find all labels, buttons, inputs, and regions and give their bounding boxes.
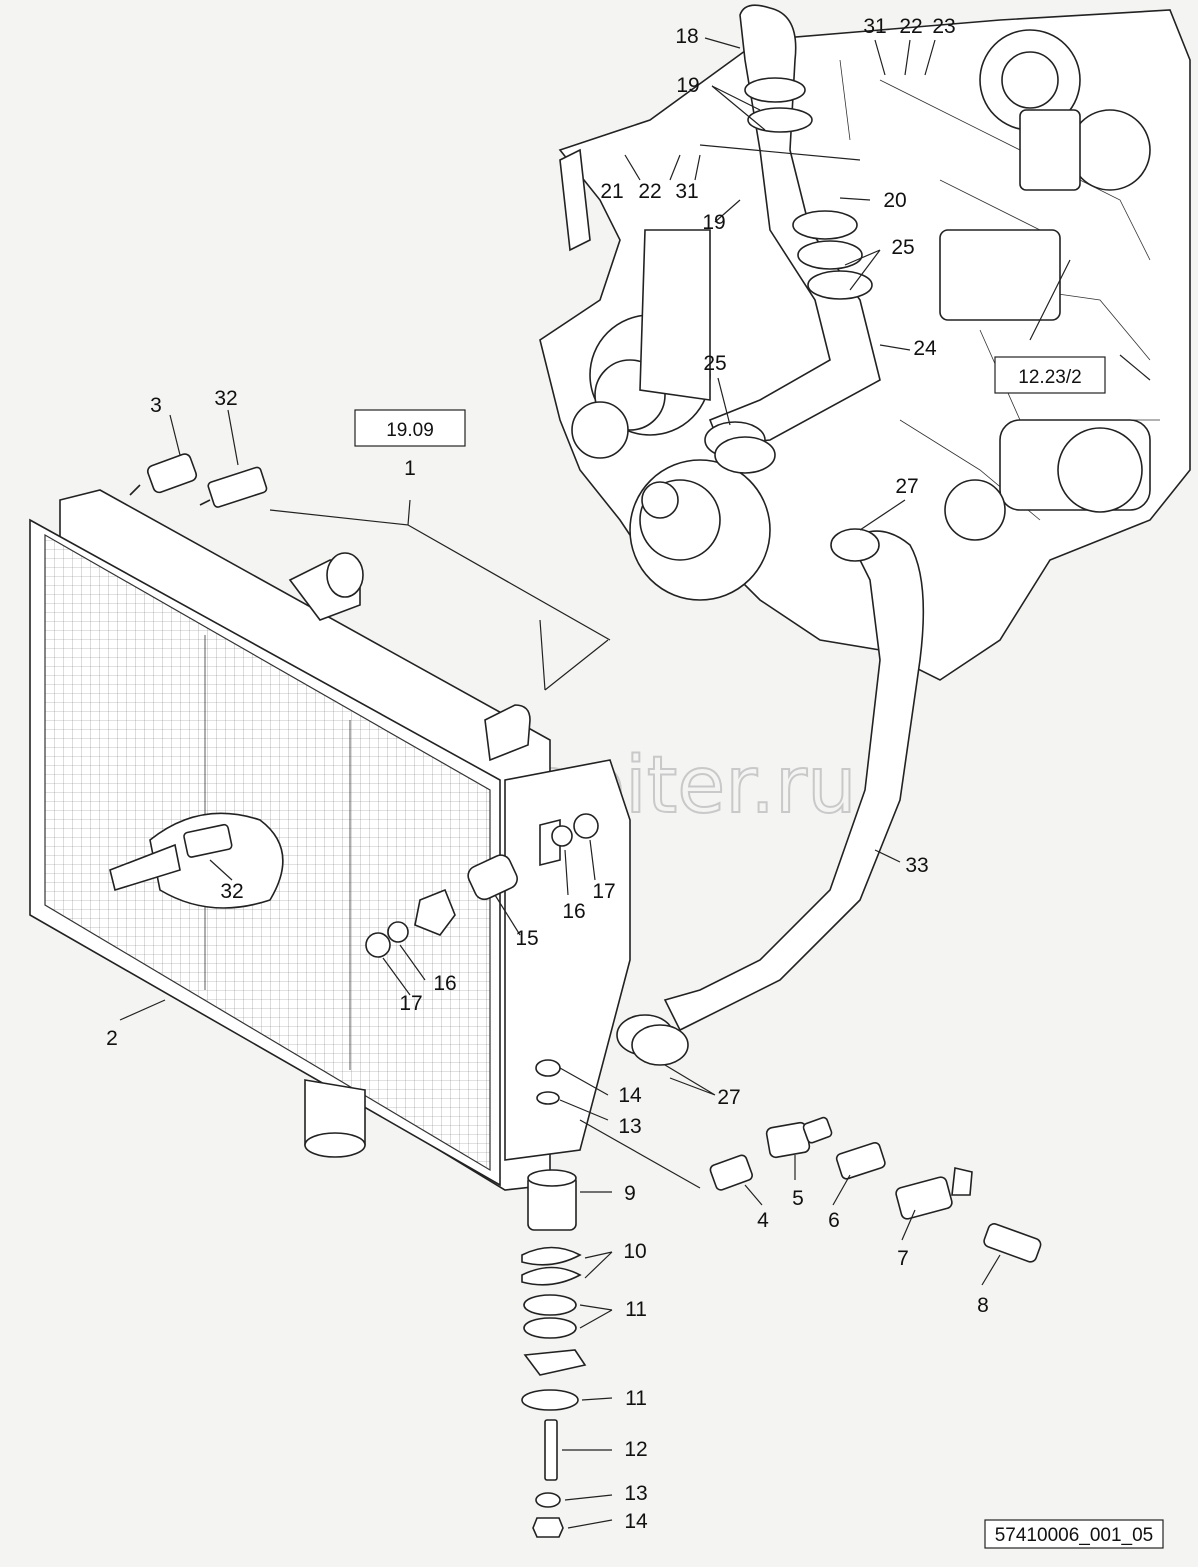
callout-31: 31 (675, 180, 698, 203)
callout-22: 22 (638, 180, 661, 203)
reference-box-label: 12.23/2 (1018, 367, 1081, 388)
callout-3: 3 (150, 394, 162, 417)
callout-24: 24 (913, 337, 937, 360)
callout-31: 31 (863, 15, 886, 38)
callout-16: 16 (433, 972, 456, 995)
drawing-number-box: 57410006_001_05 (984, 1519, 1164, 1549)
reference-box-label: 19.09 (386, 420, 434, 441)
callout-8: 8 (977, 1294, 989, 1317)
callout-33: 33 (905, 854, 928, 877)
callout-22: 22 (899, 15, 922, 38)
callout-27: 27 (895, 475, 918, 498)
callouts: 1 2 3 4 5 6 7 8 9 10 11 11 12 13 13 14 1… (106, 15, 989, 1533)
callout-11: 11 (625, 1387, 647, 1410)
callout-32: 32 (220, 880, 243, 903)
drain-fittings (709, 1116, 1042, 1263)
callout-19: 19 (676, 74, 699, 97)
callout-5: 5 (792, 1187, 804, 1210)
callout-2: 2 (106, 1027, 118, 1050)
callout-18: 18 (675, 25, 698, 48)
callout-25: 25 (703, 352, 726, 375)
callout-9: 9 (624, 1182, 636, 1205)
callout-14: 14 (618, 1084, 642, 1107)
callout-13: 13 (624, 1482, 647, 1505)
callout-4: 4 (757, 1209, 769, 1232)
radiator-assembly (29, 489, 631, 1191)
mount-stack (521, 1059, 587, 1538)
lower-hose (616, 528, 925, 1066)
sensor-parts (129, 453, 268, 508)
callout-12: 12 (624, 1438, 647, 1461)
callout-27: 27 (717, 1086, 740, 1109)
callout-19: 19 (702, 211, 725, 234)
callout-6: 6 (828, 1209, 840, 1232)
callout-15: 15 (515, 927, 538, 950)
callout-13: 13 (618, 1115, 641, 1138)
callout-17: 17 (399, 992, 422, 1015)
damper-parts (365, 813, 599, 958)
callout-1: 1 (404, 457, 416, 480)
callout-17: 17 (592, 880, 615, 903)
callout-10: 10 (623, 1240, 646, 1263)
drawing-number: 57410006_001_05 (995, 1525, 1154, 1546)
reference-box-19-09: 19.09 (354, 409, 466, 447)
callout-25: 25 (891, 236, 914, 259)
callout-23: 23 (932, 15, 955, 38)
callout-20: 20 (883, 189, 906, 212)
leader-lines (119, 37, 1151, 1529)
callout-11: 11 (625, 1298, 647, 1321)
reference-box-12-23-2: 12.23/2 (994, 356, 1106, 394)
callout-14: 14 (624, 1510, 648, 1533)
callout-16: 16 (562, 900, 585, 923)
upper-hose (704, 4, 881, 474)
callout-21: 21 (600, 180, 623, 203)
callout-7: 7 (897, 1247, 909, 1270)
callout-32: 32 (214, 387, 237, 410)
